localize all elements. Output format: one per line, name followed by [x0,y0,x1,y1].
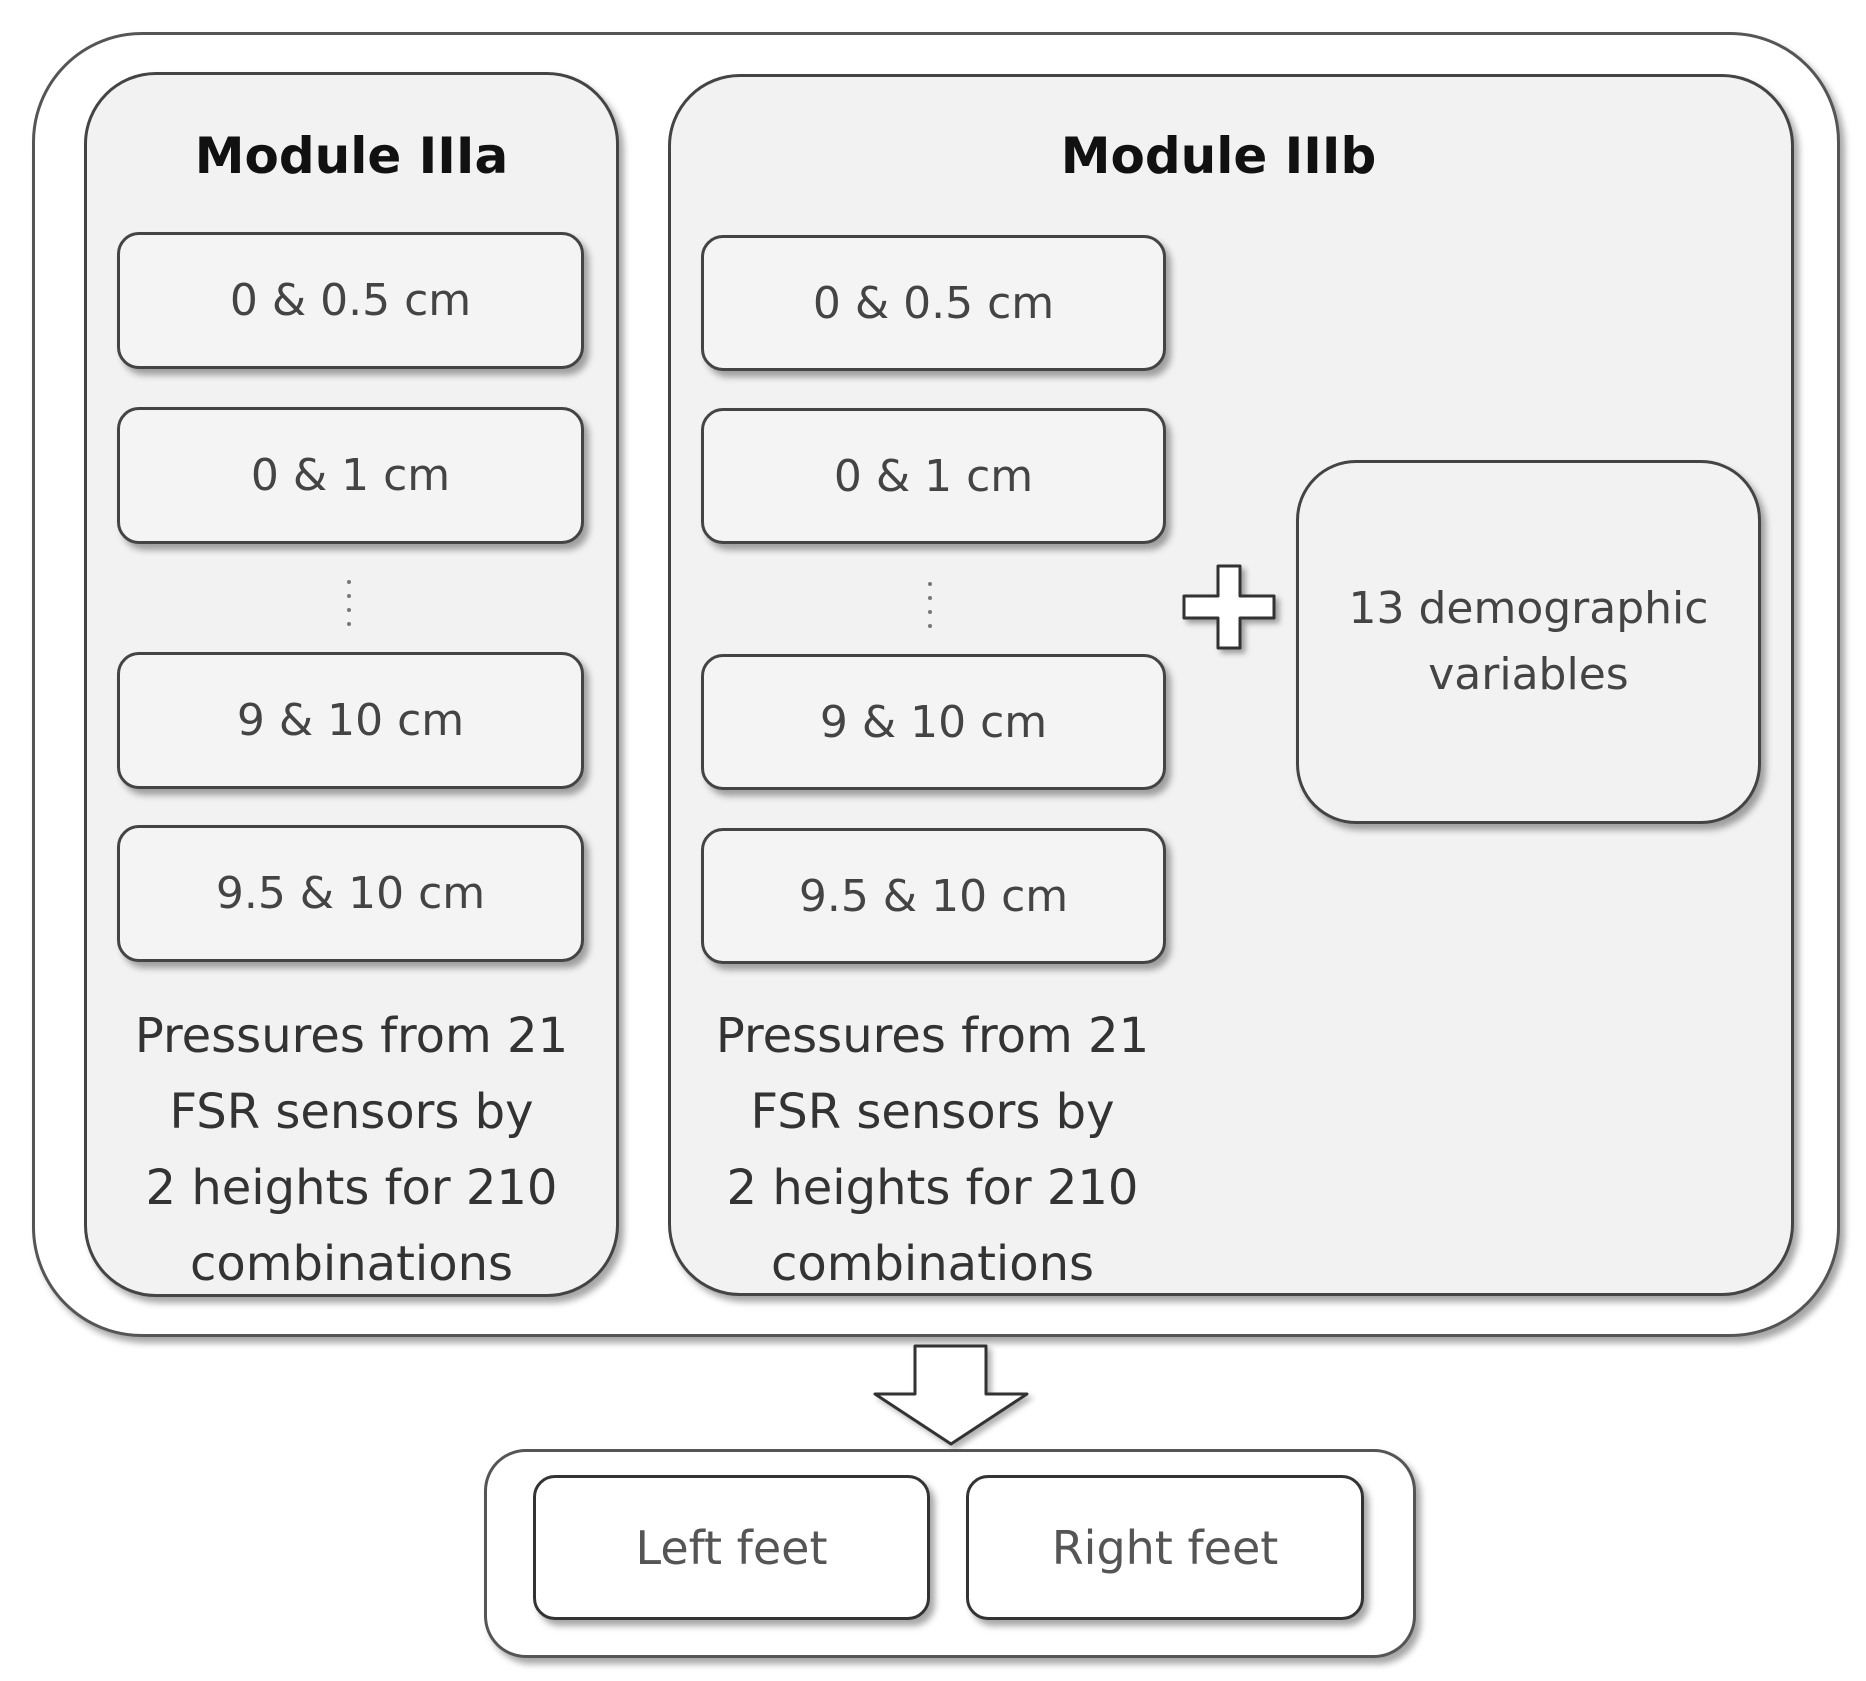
module-iiib-caption: Pressures from 21 FSR sensors by 2 heigh… [715,1008,1150,1292]
down-arrow-icon [873,1344,1029,1446]
height-box: 0 & 0.5 cm [117,232,584,369]
ellipsis-dots [345,580,353,636]
ellipsis-dots [926,582,934,638]
module-iiia-title: Module IIIa [194,127,509,185]
height-box: 9 & 10 cm [701,654,1166,790]
left-feet-box: Left feet [533,1475,930,1620]
plus-icon [1182,564,1276,650]
height-box: 0 & 1 cm [701,408,1166,544]
height-box: 9 & 10 cm [117,652,584,789]
height-box: 9.5 & 10 cm [701,828,1166,964]
right-feet-box: Right feet [966,1475,1364,1620]
demographics-box: 13 demographic variables [1296,460,1761,824]
module-iiia-caption: Pressures from 21 FSR sensors by 2 heigh… [134,1008,569,1292]
height-box: 0 & 1 cm [117,407,584,544]
height-box: 0 & 0.5 cm [701,235,1166,371]
module-iiib-title: Module IIIb [1060,127,1377,185]
height-box: 9.5 & 10 cm [117,825,584,962]
